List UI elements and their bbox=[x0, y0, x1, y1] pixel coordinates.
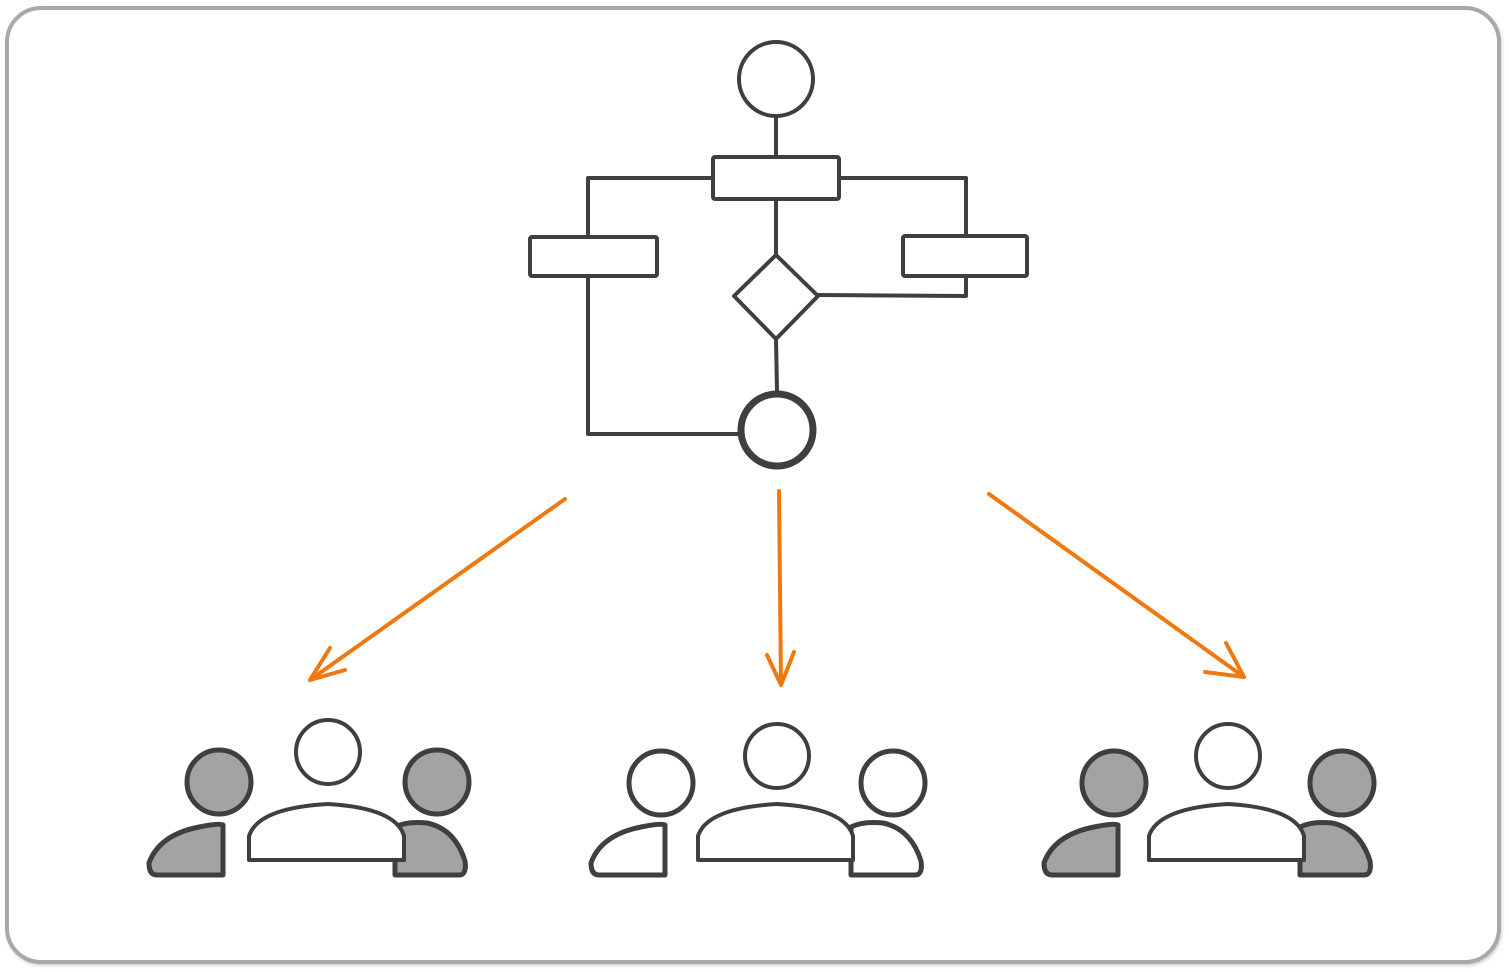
distribution-arrows bbox=[308, 489, 1246, 687]
person-right-body bbox=[848, 820, 924, 878]
end-node bbox=[737, 390, 817, 470]
person-right-body bbox=[392, 820, 468, 878]
connector-process-to-right-branch bbox=[837, 176, 968, 239]
process-box bbox=[711, 155, 841, 201]
connector-diamond-to-end bbox=[774, 337, 779, 393]
person-right-head bbox=[858, 748, 928, 818]
person-center-head bbox=[1194, 722, 1262, 790]
person-center-body bbox=[696, 802, 855, 862]
left-box bbox=[528, 235, 659, 278]
connector-process-to-left-branch bbox=[586, 176, 716, 239]
person-left-head bbox=[184, 747, 254, 817]
decision-diamond bbox=[732, 253, 820, 341]
connector-right-box-to-diamond bbox=[816, 274, 968, 298]
person-center-body bbox=[1147, 802, 1306, 862]
person-left-body bbox=[588, 821, 668, 878]
person-left-body bbox=[146, 821, 226, 878]
person-left-body bbox=[1041, 821, 1121, 878]
flowchart-nodes bbox=[528, 40, 1029, 470]
person-center-head bbox=[294, 718, 362, 786]
start-node bbox=[737, 40, 815, 118]
person-right-head bbox=[402, 747, 472, 817]
right-box bbox=[901, 234, 1029, 278]
person-center-body bbox=[247, 802, 406, 862]
flowchart-connectors bbox=[586, 114, 968, 436]
group-left bbox=[146, 718, 472, 878]
arrow-to-left-group bbox=[308, 497, 567, 682]
connector-left-box-to-end bbox=[586, 274, 742, 436]
arrow-to-right-group bbox=[987, 492, 1246, 679]
person-left-head bbox=[1079, 748, 1149, 818]
group-center bbox=[588, 722, 928, 878]
arrow-to-center-group bbox=[765, 489, 796, 687]
person-left-head bbox=[626, 748, 696, 818]
person-center-head bbox=[743, 722, 811, 790]
group-right bbox=[1041, 722, 1377, 878]
person-right-head bbox=[1307, 748, 1377, 818]
people-groups bbox=[146, 718, 1377, 878]
person-right-body bbox=[1297, 820, 1373, 878]
